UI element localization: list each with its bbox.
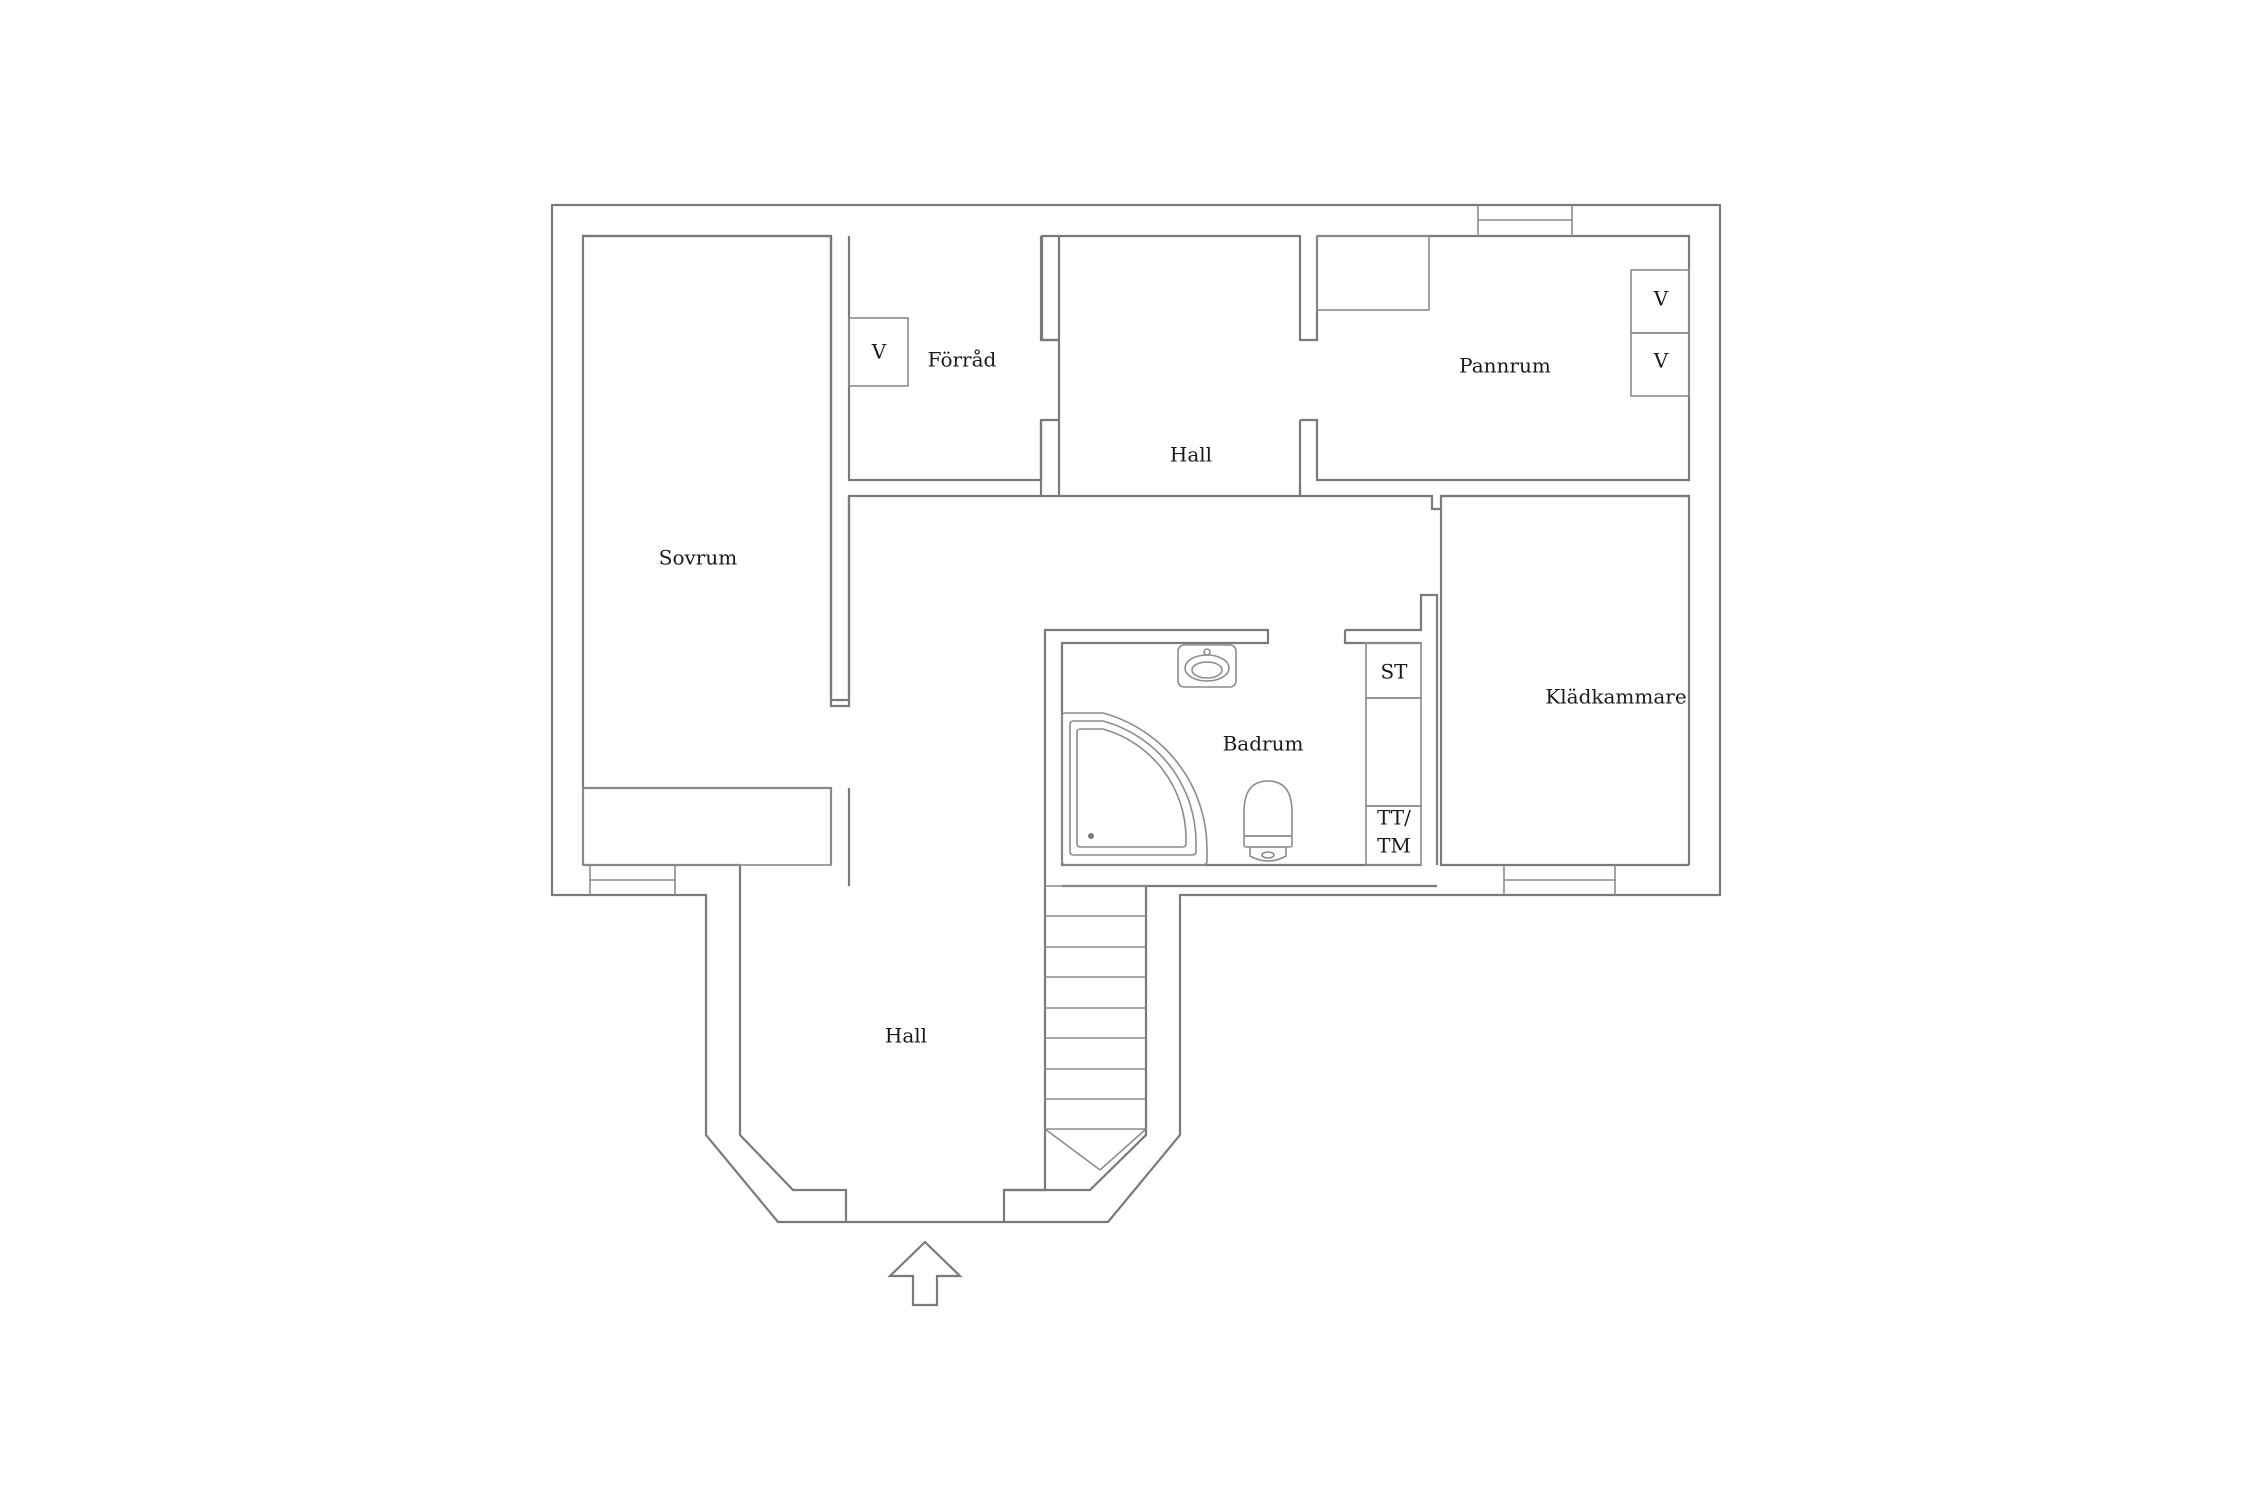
v-boxes	[848, 269, 1690, 397]
room-label-hall-lower: Hall	[885, 1024, 927, 1048]
fixture-label-v-pannrum-2: V	[1653, 349, 1669, 373]
fixture-label-tm: TM	[1377, 834, 1411, 858]
forrad-v-box	[848, 317, 909, 387]
room-label-badrum: Badrum	[1223, 732, 1304, 756]
room-label-kladkammare: Klädkammare	[1545, 685, 1686, 709]
staircase	[1043, 885, 1147, 1190]
fixture-label-st: ST	[1380, 660, 1408, 684]
kladkammare-walls	[1439, 494, 1689, 867]
cabinet-column	[1365, 697, 1422, 807]
pannrum-cabinet	[1316, 235, 1430, 311]
room-label-forrad: Förråd	[928, 348, 997, 372]
sink	[1177, 644, 1237, 688]
window-top	[1477, 205, 1573, 236]
window-kladkammare	[1503, 865, 1616, 895]
room-label-sovrum: Sovrum	[659, 546, 737, 570]
toilet	[1243, 780, 1293, 862]
fixture-label-v-pannrum-1: V	[1653, 287, 1669, 311]
tt-tm-cabinet	[1365, 805, 1422, 866]
room-label-hall-upper: Hall	[1170, 443, 1212, 467]
sovrum-wardrobe	[582, 787, 832, 866]
fixture-label-v-forrad: V	[871, 340, 887, 364]
corner-bathtub	[1061, 712, 1208, 866]
pannrum-v-box-2	[1630, 332, 1690, 397]
outer-walls	[550, 203, 1722, 1224]
entrance-arrow-icon	[887, 1240, 963, 1307]
room-label-pannrum: Pannrum	[1459, 354, 1551, 378]
window-sovrum	[589, 865, 676, 895]
fixture-label-tt: TT/	[1377, 806, 1411, 830]
